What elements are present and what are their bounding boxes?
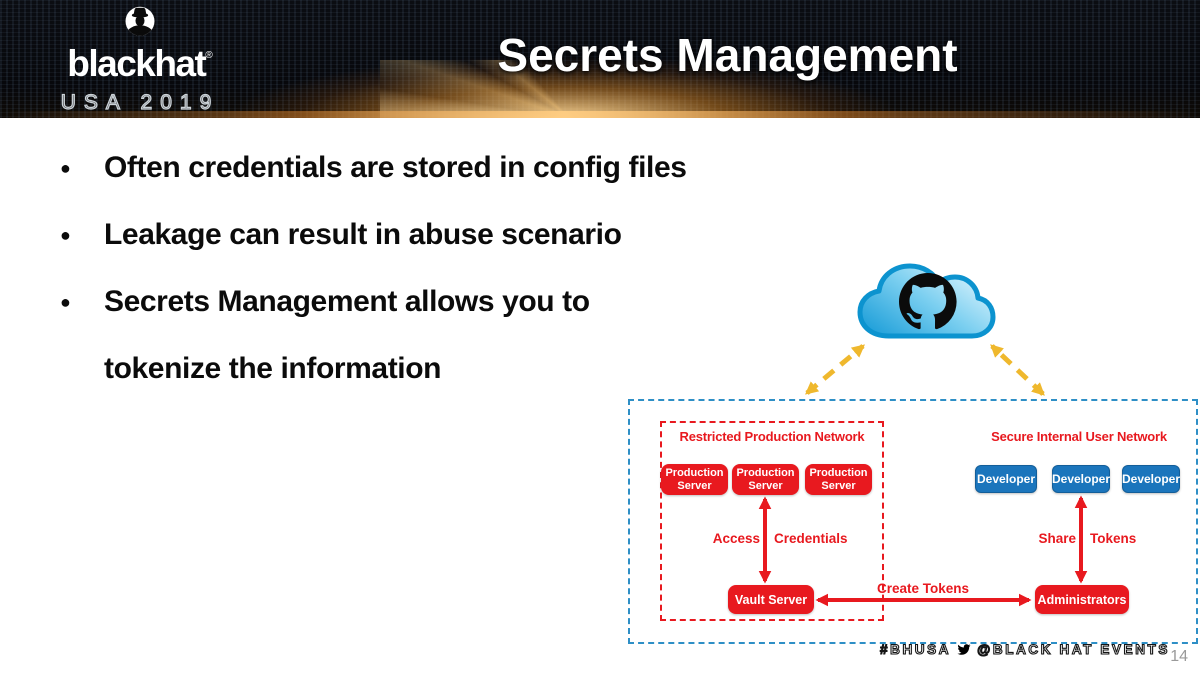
- twitter-handle: @BLACK HAT EVENTS: [977, 641, 1170, 657]
- header-banner: blackhat® USA 2019 Secrets Management: [0, 0, 1200, 118]
- hashtag-bhusa: #BHUSA: [879, 641, 952, 657]
- footer-social: #BHUSA @BLACK HAT EVENTS: [879, 641, 1170, 657]
- brand-text: blackhat: [67, 43, 207, 84]
- github-cloud-icon: [857, 263, 996, 339]
- registered-mark: ®: [205, 50, 213, 61]
- production-server-node: Production Server: [732, 464, 799, 495]
- production-network-label: Restricted Production Network: [679, 429, 865, 444]
- network-diagram: Restricted Production Network Secure Int…: [628, 399, 1198, 644]
- bullet-marker: ●: [60, 292, 71, 312]
- cloud-link-arrow-right: [990, 344, 1045, 396]
- slide-title: Secrets Management: [497, 29, 958, 81]
- github-octocat-mark: [899, 273, 957, 330]
- bullet-item: ● Often credentials are stored in config…: [56, 151, 736, 218]
- share-word: Share: [1038, 531, 1076, 546]
- bullet-text: Often credentials are stored in config f…: [104, 151, 687, 184]
- blackhat-figure-icon: [125, 6, 155, 36]
- developer-node: Developer: [1052, 465, 1110, 493]
- production-server-node: Production Server: [805, 464, 872, 495]
- restricted-production-network-boundary: [660, 421, 884, 621]
- credentials-word: Credentials: [774, 531, 848, 546]
- blackhat-logo: blackhat® USA 2019: [24, 4, 256, 115]
- bullet-marker: ●: [60, 158, 71, 178]
- production-server-node: Production Server: [661, 464, 728, 495]
- bullet-text: Secrets Management allows you to: [104, 285, 590, 318]
- user-network-label: Secure Internal User Network: [991, 429, 1167, 444]
- access-word: Access: [712, 531, 760, 546]
- bullet-item: ● Leakage can result in abuse scenario: [56, 218, 736, 285]
- logo-subtitle: USA 2019: [60, 90, 220, 114]
- bullet-item-continuation: tokenize the information: [56, 352, 736, 419]
- developer-node: Developer: [975, 465, 1037, 493]
- bullet-list: ● Often credentials are stored in config…: [56, 151, 736, 419]
- bullet-item: ● Secrets Management allows you to: [56, 285, 736, 352]
- tokens-word: Tokens: [1090, 531, 1137, 546]
- access-credentials-label: Access Credentials: [677, 531, 857, 546]
- brand-row: blackhat®: [24, 38, 256, 90]
- bullet-text: tokenize the information: [104, 352, 442, 385]
- page-number: 14: [1170, 648, 1188, 665]
- bullet-text: Leakage can result in abuse scenario: [104, 218, 622, 251]
- vault-server-node: Vault Server: [728, 585, 814, 614]
- cloud-link-arrow-left: [805, 344, 865, 395]
- share-tokens-label: Share Tokens: [993, 531, 1173, 546]
- create-tokens-label: Create Tokens: [876, 581, 970, 596]
- bullet-marker: ●: [60, 225, 71, 245]
- twitter-bird-icon: [957, 644, 971, 655]
- developer-node: Developer: [1122, 465, 1180, 493]
- administrators-node: Administrators: [1035, 585, 1129, 614]
